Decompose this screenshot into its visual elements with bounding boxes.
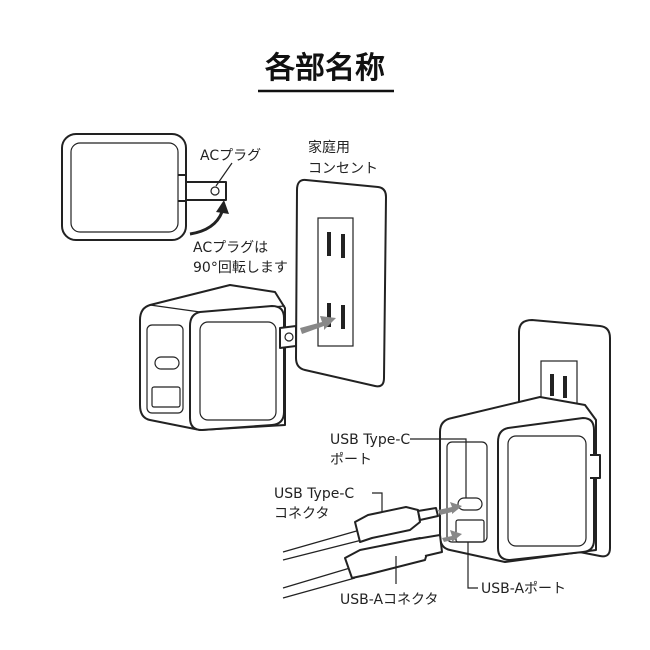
outlet-label-line1: 家庭用 (308, 139, 350, 156)
outlet-label-line2: コンセント (308, 161, 378, 177)
usb-c-port-icon (154, 356, 180, 370)
wall-outlet (295, 178, 387, 388)
usb-c-port-icon (457, 497, 483, 511)
usb-a-port-icon (151, 386, 181, 408)
charger-side-view (61, 133, 233, 241)
leader-typec-conn (372, 492, 383, 512)
rotate-note-line1: ACプラグは (193, 240, 268, 256)
rotate-note-line2: 90°回転します (193, 260, 288, 276)
ac-plug-label: ACプラグ (200, 148, 261, 164)
typec-conn-label-line2: コネクタ (274, 506, 329, 522)
usba-conn-label: USB-Aコネクタ (340, 592, 439, 608)
leader-usba-port (467, 542, 478, 589)
typec-conn-label-line1: USB Type-C (274, 486, 354, 502)
usba-port-label: USB-Aポート (481, 581, 566, 597)
insert-arrow-icon (300, 316, 336, 334)
leader-typec-port (410, 438, 467, 498)
typec-port-label-line1: USB Type-C (330, 432, 410, 448)
charger-plugged (439, 396, 601, 563)
cables (282, 502, 462, 599)
usb-a-port-icon (455, 519, 485, 543)
typec-port-label-line2: ポート (330, 452, 372, 468)
charger-3d-view (139, 284, 336, 431)
page-title: 各部名称 (264, 51, 385, 86)
rotate-arrow-icon (189, 211, 224, 236)
